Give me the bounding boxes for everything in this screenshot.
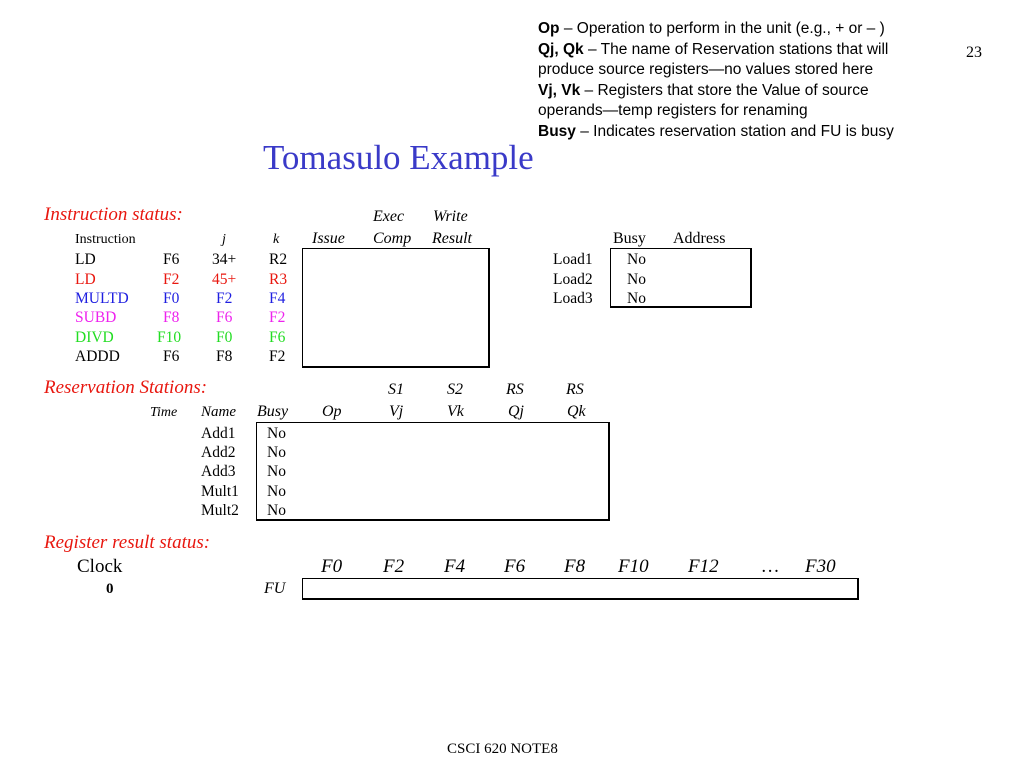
load-busy: No bbox=[627, 271, 646, 288]
rs-busy: No bbox=[267, 425, 286, 442]
instr-j: F0 bbox=[216, 329, 233, 346]
definition-vj-vk-cont: operands—temp registers for renaming bbox=[538, 102, 808, 119]
rs-rs2: RS bbox=[566, 381, 584, 398]
instr-op: LD bbox=[75, 271, 96, 288]
instr-j: F8 bbox=[216, 348, 233, 365]
reg-f10: F10 bbox=[618, 556, 649, 577]
col-comp: Comp bbox=[373, 230, 412, 247]
instr-dst: F6 bbox=[163, 251, 180, 268]
instr-k: F2 bbox=[269, 348, 286, 365]
rs-rs1: RS bbox=[506, 381, 524, 398]
rs-busy: No bbox=[267, 483, 286, 500]
rs-col-busy: Busy bbox=[257, 403, 289, 420]
rs-col-qj: Qj bbox=[508, 403, 524, 420]
instr-op: MULTD bbox=[75, 290, 129, 307]
instr-k: R3 bbox=[269, 271, 288, 288]
instruction-status-heading: Instruction status: bbox=[44, 204, 183, 225]
instr-dst: F2 bbox=[163, 271, 180, 288]
instr-op: ADDD bbox=[75, 348, 120, 365]
instr-op: DIVD bbox=[75, 329, 114, 346]
reg-f12: F12 bbox=[688, 556, 719, 577]
definition-busy: Busy – Indicates reservation station and… bbox=[538, 122, 894, 140]
reg-ellipsis: … bbox=[762, 556, 779, 577]
reg-f2: F2 bbox=[383, 556, 405, 577]
col-j: j bbox=[222, 232, 226, 247]
load-name: Load1 bbox=[553, 251, 593, 268]
rs-col-vj: Vj bbox=[389, 403, 404, 420]
rs-s1: S1 bbox=[388, 381, 404, 398]
load-busy: No bbox=[627, 251, 646, 268]
reservation-stations-box bbox=[256, 422, 610, 521]
rs-col-vk: Vk bbox=[447, 403, 464, 420]
rs-name: Mult2 bbox=[201, 502, 239, 519]
instr-j: F6 bbox=[216, 309, 233, 326]
load-col-busy: Busy bbox=[613, 230, 646, 247]
instr-dst: F10 bbox=[157, 329, 182, 346]
definition-vj-vk: Vj, Vk – Registers that store the Value … bbox=[538, 81, 869, 99]
instruction-status-box bbox=[302, 248, 490, 368]
reg-f4: F4 bbox=[444, 556, 466, 577]
instr-dst: F8 bbox=[163, 309, 180, 326]
col-result: Result bbox=[432, 230, 472, 247]
rs-name: Add3 bbox=[201, 463, 236, 480]
instr-k: F2 bbox=[269, 309, 286, 326]
reg-f8: F8 bbox=[564, 556, 586, 577]
instr-k: F6 bbox=[269, 329, 286, 346]
footer: CSCI 620 NOTE8 bbox=[447, 741, 558, 757]
clock-label: Clock bbox=[77, 556, 123, 577]
instr-op: SUBD bbox=[75, 309, 117, 326]
load-name: Load2 bbox=[553, 271, 593, 288]
reg-f6: F6 bbox=[504, 556, 526, 577]
load-col-address: Address bbox=[673, 230, 726, 247]
page-number: 23 bbox=[966, 44, 982, 61]
rs-name: Add1 bbox=[201, 425, 236, 442]
reservation-stations-heading: Reservation Stations: bbox=[44, 377, 208, 398]
rs-col-name: Name bbox=[201, 404, 236, 420]
definition-qj-qk: Qj, Qk – The name of Reservation station… bbox=[538, 40, 889, 58]
page-title: Tomasulo Example bbox=[263, 138, 534, 177]
exec-label: Exec bbox=[373, 208, 405, 225]
rs-busy: No bbox=[267, 444, 286, 461]
instr-op: LD bbox=[75, 251, 96, 268]
col-k: k bbox=[273, 232, 280, 247]
rs-busy: No bbox=[267, 502, 286, 519]
register-status-box bbox=[302, 578, 859, 600]
rs-name: Mult1 bbox=[201, 483, 239, 500]
definitions: Op – Operation to perform in the unit (e… bbox=[538, 19, 894, 142]
rs-col-op: Op bbox=[322, 403, 342, 420]
instr-k: F4 bbox=[269, 290, 286, 307]
col-instruction: Instruction bbox=[75, 232, 136, 247]
rs-col-time: Time bbox=[150, 405, 178, 420]
instr-j: 34+ bbox=[212, 251, 237, 268]
rs-s2: S2 bbox=[447, 381, 463, 398]
rs-busy: No bbox=[267, 463, 286, 480]
register-status-heading: Register result status: bbox=[44, 532, 211, 553]
instr-dst: F0 bbox=[163, 290, 180, 307]
load-busy: No bbox=[627, 290, 646, 307]
reg-f0: F0 bbox=[321, 556, 343, 577]
definition-op: Op – Operation to perform in the unit (e… bbox=[538, 20, 885, 37]
rs-name: Add2 bbox=[201, 444, 236, 461]
fu-label: FU bbox=[264, 580, 286, 597]
instr-dst: F6 bbox=[163, 348, 180, 365]
instr-j: F2 bbox=[216, 290, 233, 307]
definition-qj-qk-cont: produce source registers—no values store… bbox=[538, 61, 874, 78]
instr-j: 45+ bbox=[212, 271, 237, 288]
reg-f30: F30 bbox=[805, 556, 836, 577]
rs-col-qk: Qk bbox=[567, 403, 586, 420]
col-issue: Issue bbox=[312, 230, 345, 247]
load-buffers-box bbox=[610, 248, 752, 308]
write-label: Write bbox=[433, 208, 468, 225]
load-name: Load3 bbox=[553, 290, 593, 307]
clock-value: 0 bbox=[106, 581, 114, 597]
instr-k: R2 bbox=[269, 251, 288, 268]
